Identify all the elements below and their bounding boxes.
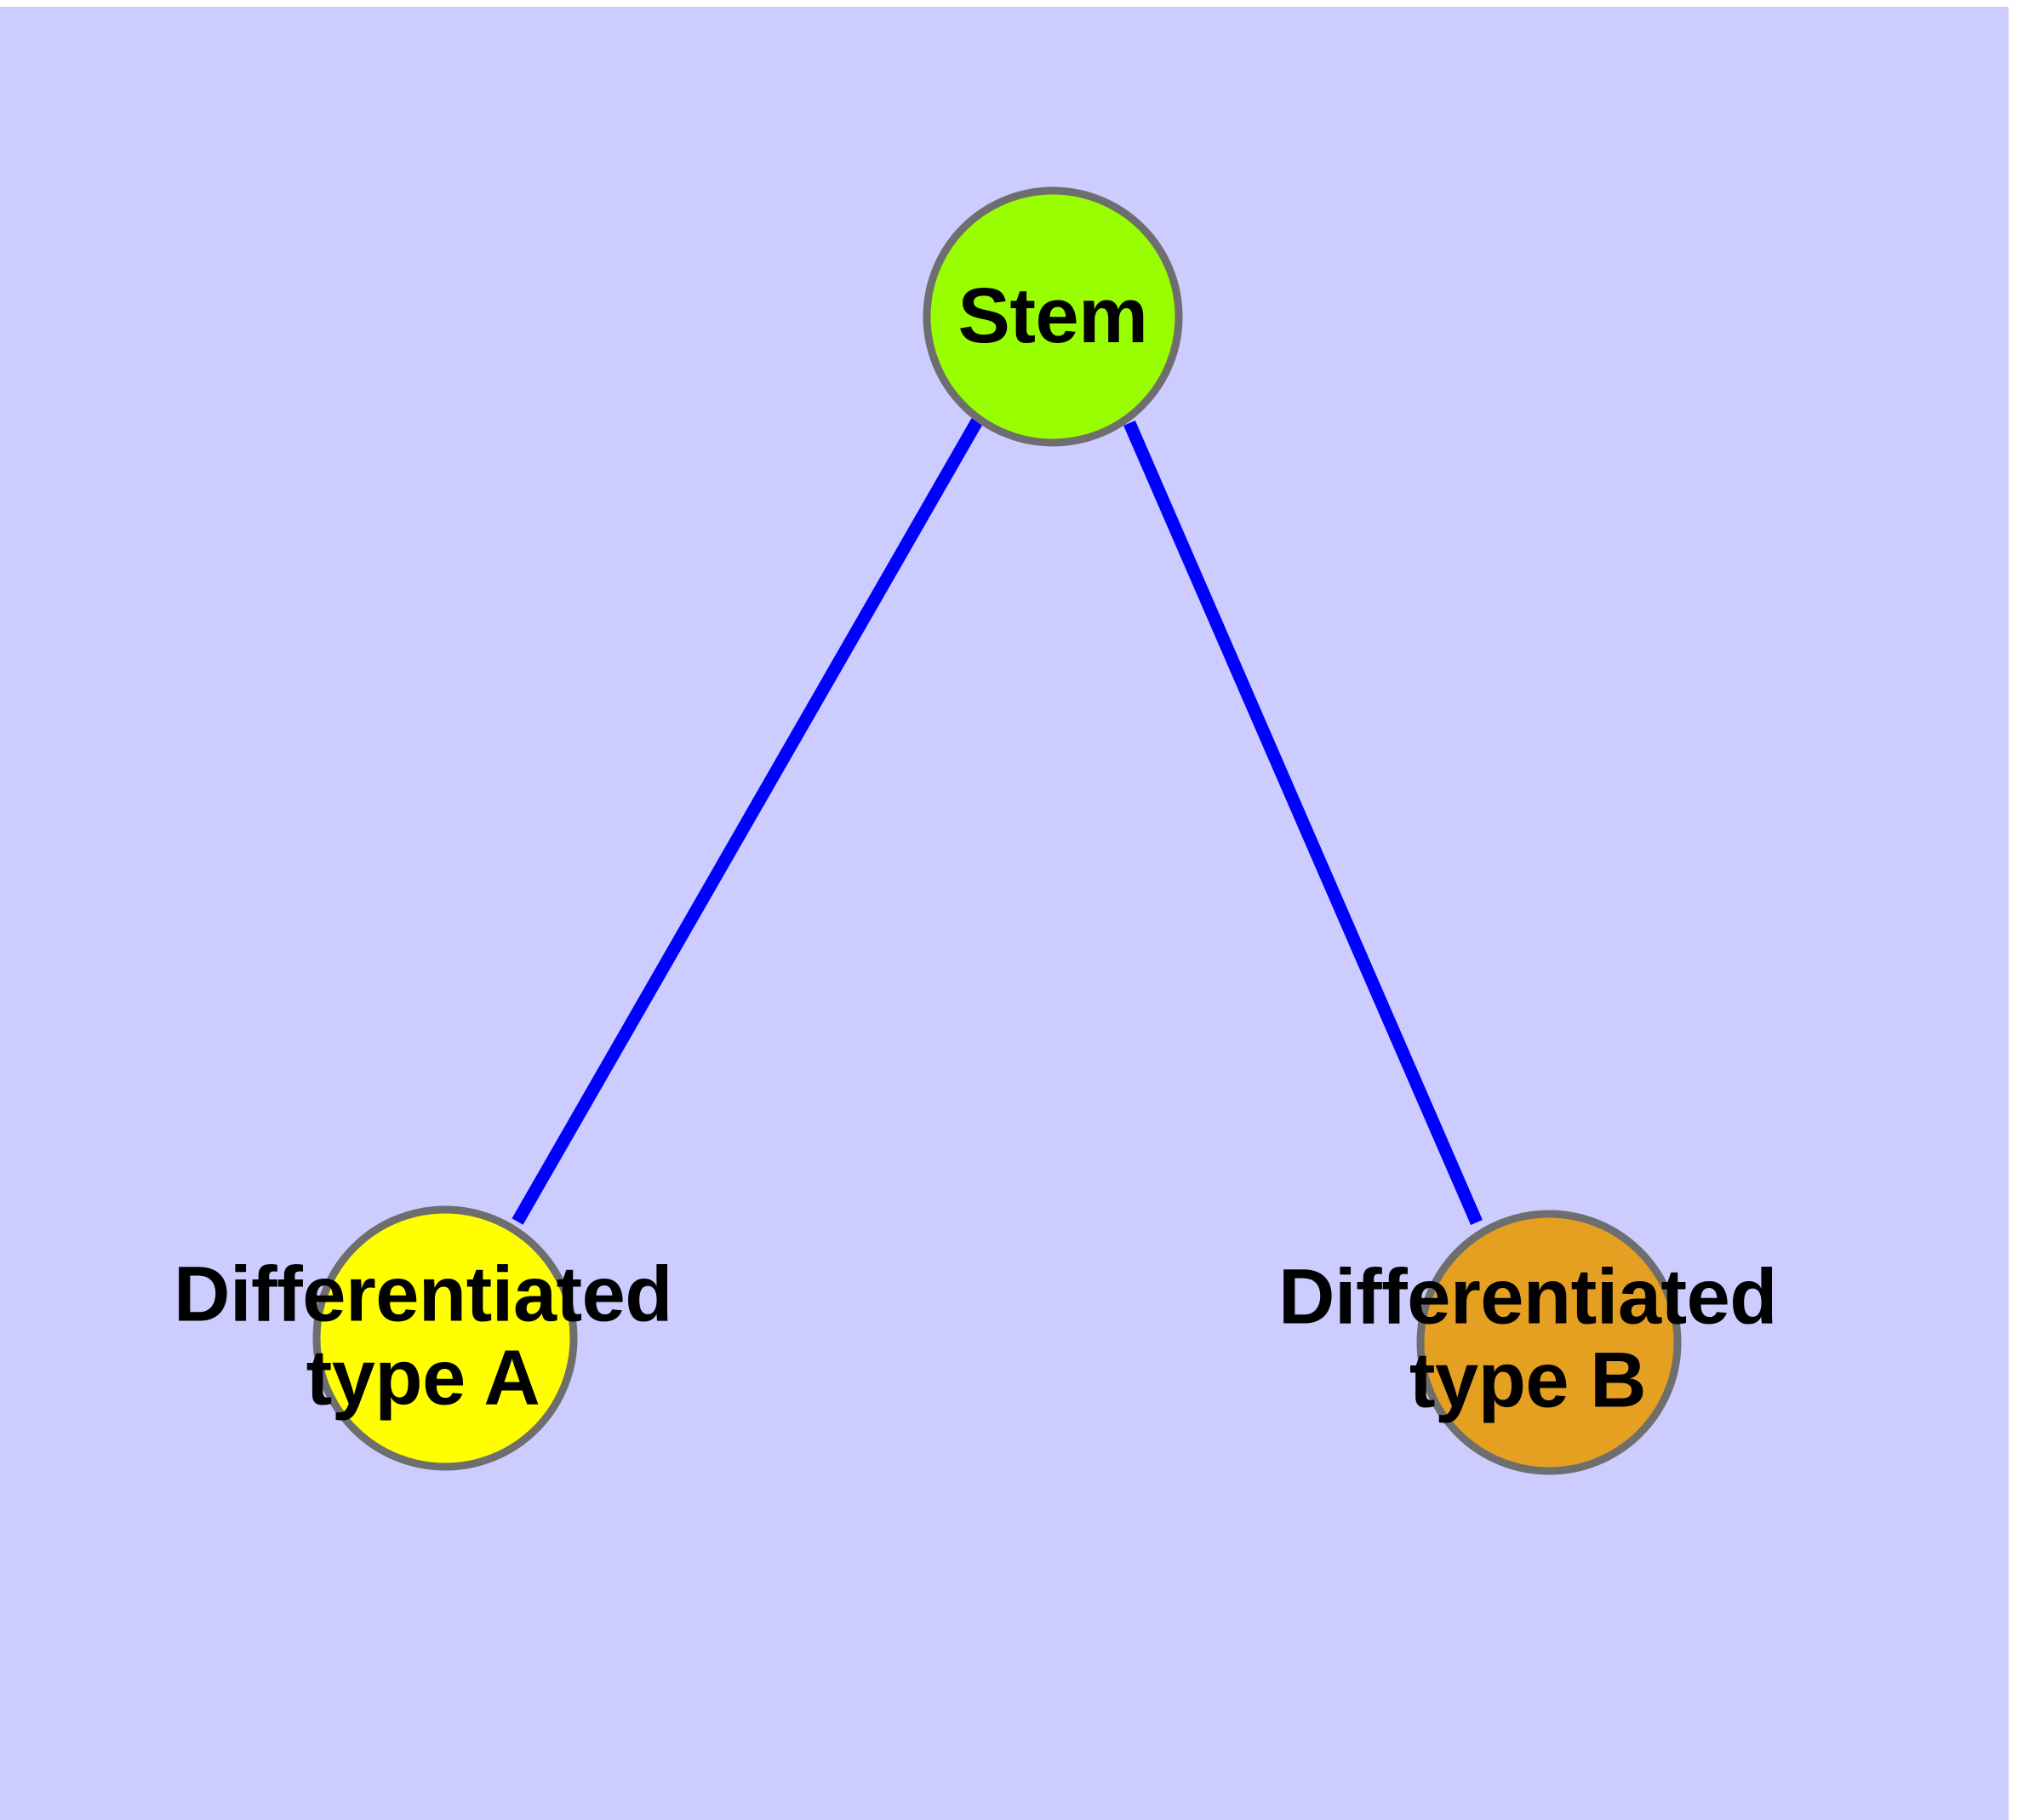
node-stem-circle[interactable] [923, 186, 1183, 447]
edge-layer [512, 418, 1483, 1225]
node-diff-b-circle[interactable] [1416, 1210, 1682, 1475]
edge-stem-to-diff-a [512, 418, 983, 1225]
node-diff-a-circle[interactable] [312, 1205, 578, 1471]
edge-stem-to-diff-b [1123, 421, 1483, 1225]
node-layer [312, 186, 1682, 1475]
